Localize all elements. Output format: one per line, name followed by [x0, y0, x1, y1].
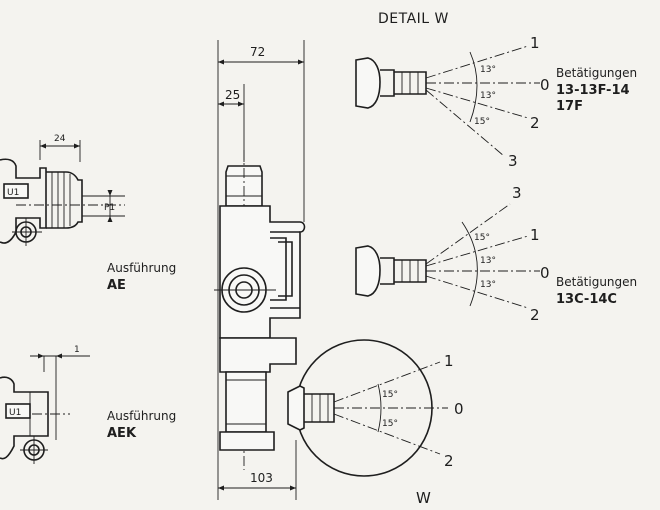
u1-label-bottom: U1	[9, 408, 21, 418]
top-actuation-types-1: 13-13F-14	[556, 83, 630, 98]
variant-aek-label: Ausführung	[107, 409, 176, 423]
detail-w-title: DETAIL W	[378, 11, 449, 27]
mid-pos-1: 1	[530, 226, 540, 244]
mid-angle-a: 15°	[474, 233, 490, 243]
top-actuation-types-2: 17F	[556, 99, 583, 114]
dim-1: 1	[74, 345, 80, 355]
mid-actuation-heading: Betätigungen	[556, 275, 637, 289]
dim-103: 103	[250, 471, 273, 485]
actuator-top: 13° 13° 15° 1 0 2 3 Betätigungen 13-13F-…	[355, 34, 637, 170]
bottom-pos-0: 0	[454, 400, 464, 418]
bottom-angle-b: 15°	[382, 419, 398, 429]
aek-side-detail: 1 U1	[0, 345, 90, 464]
u1-label-top: U1	[7, 188, 19, 198]
mid-actuation-types-1: 13C-14C	[556, 292, 617, 307]
ae-side-detail: 24 P1 U1	[0, 134, 125, 246]
top-pos-1: 1	[530, 34, 540, 52]
dim-25: 25	[225, 88, 240, 102]
top-pos-2: 2	[530, 114, 540, 132]
top-pos-3: 3	[508, 152, 518, 170]
actuator-middle: 15° 13° 13° 3 1 0 2 Betätigungen 13C-14C	[355, 184, 637, 324]
variant-ae-label: Ausführung	[107, 261, 176, 275]
valve-main-body: 72 25 103	[214, 40, 306, 500]
variant-ae-code: AE	[107, 278, 126, 293]
bottom-pos-1: 1	[444, 352, 454, 370]
dim-24: 24	[54, 134, 66, 144]
mid-pos-2: 2	[530, 306, 540, 324]
bottom-pos-2: 2	[444, 452, 454, 470]
mid-angle-c: 13°	[480, 280, 496, 290]
dim-p1: P1	[104, 203, 115, 213]
mid-angle-b: 13°	[480, 256, 496, 266]
variant-aek-code: AEK	[107, 426, 137, 441]
top-actuation-heading: Betätigungen	[556, 66, 637, 80]
mid-pos-3: 3	[512, 184, 522, 202]
bottom-angle-a: 15°	[382, 390, 398, 400]
dim-72: 72	[250, 45, 265, 59]
top-pos-0: 0	[540, 76, 550, 94]
top-angle-c: 15°	[474, 117, 490, 127]
top-angle-b: 13°	[480, 91, 496, 101]
mid-pos-0: 0	[540, 264, 550, 282]
actuator-bottom: 15° 15° 1 0 2	[287, 339, 464, 477]
view-letter-w: W	[416, 489, 431, 507]
top-angle-a: 13°	[480, 65, 496, 75]
